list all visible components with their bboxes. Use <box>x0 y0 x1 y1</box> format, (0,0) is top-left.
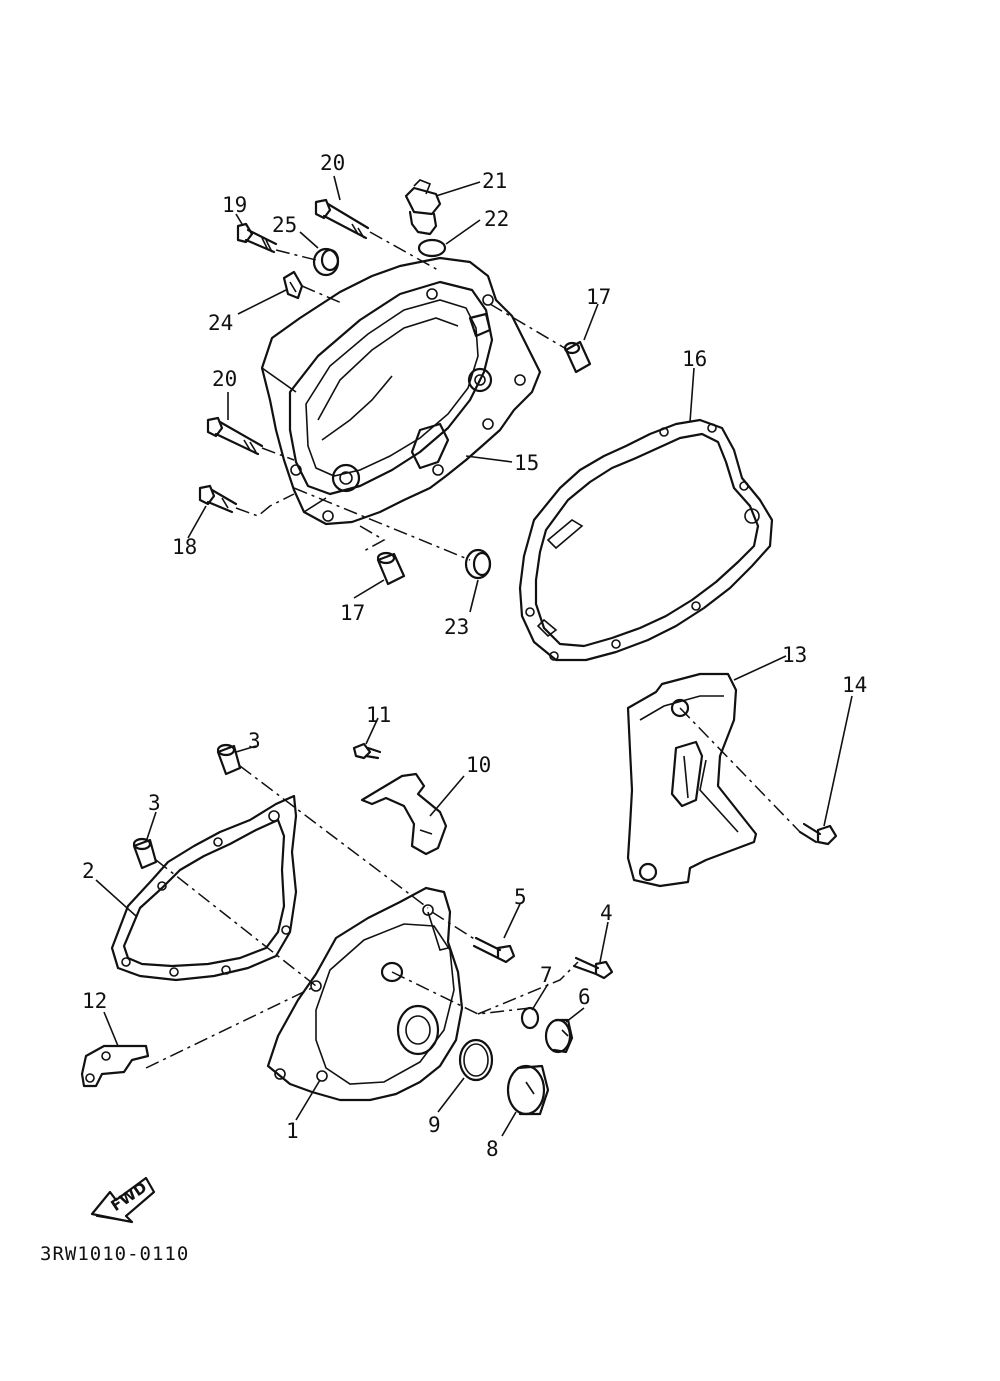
callout-10: 10 <box>466 753 491 777</box>
stator-cover-1 <box>266 886 464 1102</box>
oil-seal-25 <box>312 247 340 277</box>
callout-13: 13 <box>782 643 807 667</box>
bolt-5 <box>472 936 516 964</box>
bracket-12 <box>80 1044 150 1088</box>
o-ring-22 <box>417 238 447 258</box>
bolt-18 <box>198 484 238 514</box>
bolt-14 <box>798 822 838 846</box>
callout-17-upper: 17 <box>586 285 611 309</box>
o-ring-7 <box>520 1006 540 1030</box>
bolt-4 <box>572 956 614 980</box>
callout-6: 6 <box>578 985 591 1009</box>
callout-21: 21 <box>482 169 507 193</box>
forward-direction-arrow: FWD <box>90 1176 156 1224</box>
sprocket-cover-13 <box>626 672 758 888</box>
callout-3-lower: 3 <box>148 791 161 815</box>
lead-clamp-10 <box>360 772 448 856</box>
crankcase-cover-15 <box>260 256 542 526</box>
callout-25: 25 <box>272 213 297 237</box>
dowel-pin-3-upper <box>216 743 242 776</box>
dowel-pin-17-upper <box>563 340 592 374</box>
bolt-19 <box>236 222 278 254</box>
assembly-lines <box>145 231 801 1069</box>
diagram-code: 3RW1010-0110 <box>40 1243 189 1265</box>
oil-seal-23 <box>464 548 492 580</box>
screw-11 <box>352 742 382 760</box>
callout-22: 22 <box>484 207 509 231</box>
callout-24: 24 <box>208 311 233 335</box>
bolt-20-top <box>314 198 370 240</box>
oil-filler-plug-21 <box>404 179 442 236</box>
callout-23: 23 <box>444 615 469 639</box>
stator-gasket-2 <box>110 794 298 982</box>
callout-20-left: 20 <box>212 367 237 391</box>
callout-1: 1 <box>286 1119 299 1143</box>
callout-5: 5 <box>514 885 527 909</box>
callout-17-lower: 17 <box>340 601 365 625</box>
callout-18: 18 <box>172 535 197 559</box>
dowel-pin-3-lower <box>132 837 158 870</box>
callout-numbers: 20 21 22 19 25 24 17 16 15 20 18 17 23 1… <box>82 151 867 1161</box>
bolt-20-left <box>206 416 264 456</box>
crankcase-gasket-16 <box>518 418 774 662</box>
callout-19: 19 <box>222 193 247 217</box>
callout-12: 12 <box>82 989 107 1013</box>
fwd-label: FWD <box>108 1178 151 1215</box>
callout-4: 4 <box>600 901 613 925</box>
callout-15: 15 <box>514 451 539 475</box>
callout-14: 14 <box>842 673 867 697</box>
callout-16: 16 <box>682 347 707 371</box>
callout-11: 11 <box>366 703 391 727</box>
dowel-pin-17-lower <box>376 551 406 586</box>
leader-lines <box>95 175 853 1137</box>
callout-2: 2 <box>82 859 95 883</box>
callout-9: 9 <box>428 1113 441 1137</box>
callout-3-upper: 3 <box>248 729 261 753</box>
clip-24 <box>282 270 304 300</box>
plug-6 <box>544 1018 574 1054</box>
o-ring-9 <box>458 1038 494 1082</box>
callout-7: 7 <box>540 963 553 987</box>
callout-8: 8 <box>486 1137 499 1161</box>
plug-8 <box>506 1064 550 1116</box>
callout-20-top: 20 <box>320 151 345 175</box>
